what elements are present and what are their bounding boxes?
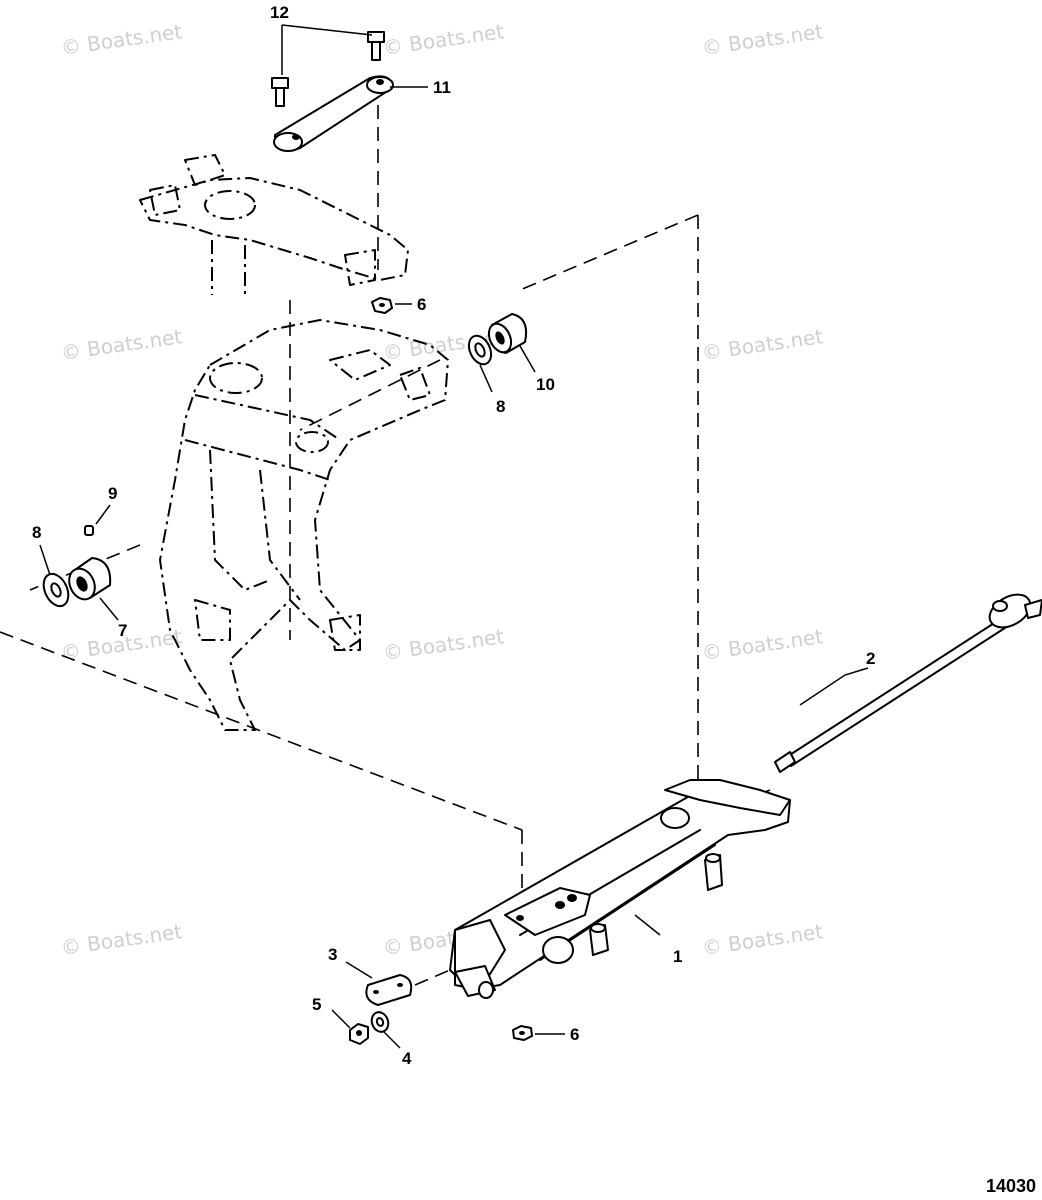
alignment-line-link: [414, 969, 451, 986]
callout-6-top: 6: [417, 295, 426, 314]
washer-right: [467, 334, 493, 366]
watermark: © Boats.net: [59, 19, 183, 60]
callout-6-bottom: 6: [570, 1025, 579, 1044]
swivel-housing: [159, 319, 449, 731]
callout-12: 12: [270, 3, 289, 22]
washer-small: [370, 1011, 390, 1033]
callouts: 12 11 6 8 10 9 8 7 2 1 3 5 4 6: [32, 3, 875, 1068]
leader-lines: [39, 24, 869, 1049]
nut-upper: [371, 297, 393, 314]
watermark: © Boats.net: [700, 19, 824, 60]
steering-cylinder: [449, 779, 791, 999]
steering-link-plate: [273, 75, 394, 152]
watermark: © Boats.net: [700, 624, 824, 665]
watermark: © Boats.net: [381, 624, 505, 665]
callout-1: 1: [673, 947, 682, 966]
nut-lock: [349, 1023, 369, 1045]
figure-number: 14030: [986, 1176, 1036, 1196]
callout-2: 2: [866, 649, 875, 668]
watermark: © Boats.net: [59, 919, 183, 960]
watermark: © Boats.net: [59, 324, 183, 365]
callout-9: 9: [108, 484, 117, 503]
swivel-bracket-upper: [139, 154, 409, 295]
watermark: © Boats.net: [381, 19, 505, 60]
nut-lower: [512, 1025, 533, 1041]
callout-3: 3: [328, 945, 337, 964]
alignment-line-diagonal-right: [299, 359, 441, 431]
callout-5: 5: [312, 995, 321, 1014]
callout-7: 7: [118, 621, 127, 640]
callout-8-left: 8: [32, 523, 41, 542]
alignment-line-bottom-left: [0, 631, 523, 831]
watermark: © Boats.net: [700, 919, 824, 960]
alignment-line-diagonal-top: [519, 214, 699, 291]
washer-left: [42, 572, 70, 608]
steering-rod: [774, 593, 1042, 773]
callout-8-right: 8: [496, 397, 505, 416]
bushing-right: [487, 313, 528, 354]
set-screw: [84, 525, 94, 536]
bolt-right: [367, 31, 385, 61]
bolt-left: [271, 77, 289, 107]
callout-4: 4: [402, 1049, 412, 1068]
callout-11: 11: [433, 78, 451, 97]
link-plate: [365, 974, 413, 1006]
bushing-left: [68, 557, 112, 601]
watermark: © Boats.net: [700, 324, 824, 365]
callout-10: 10: [536, 375, 555, 394]
